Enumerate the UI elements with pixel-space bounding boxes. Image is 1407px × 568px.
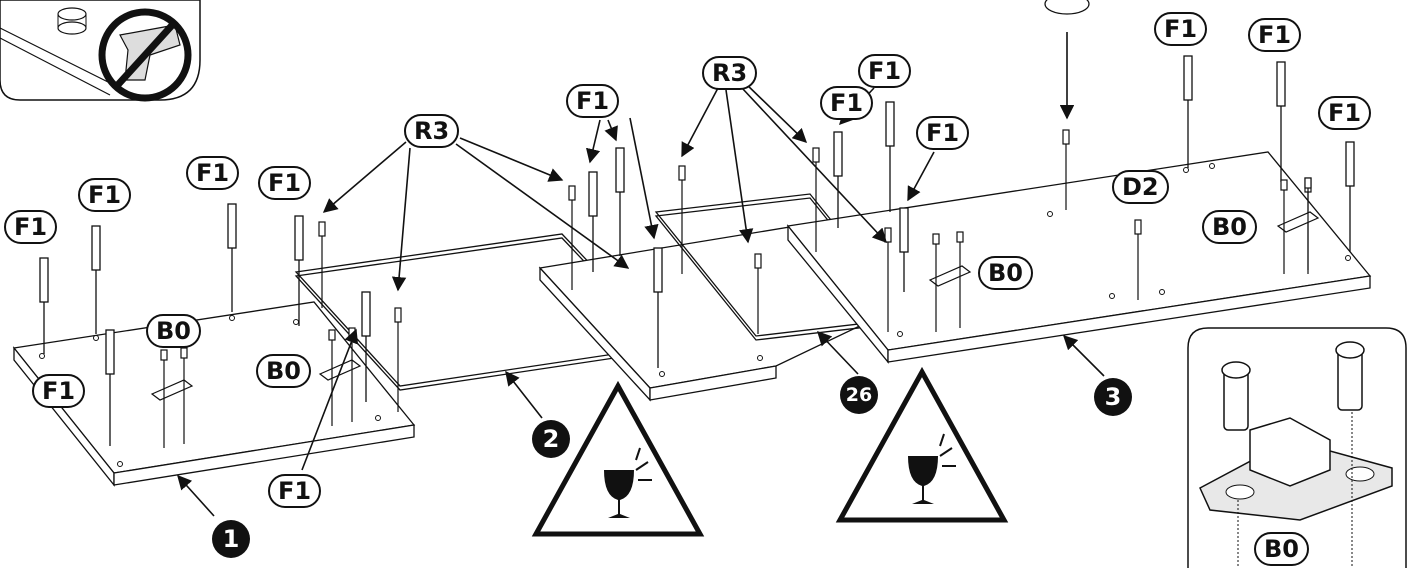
b0-label: B0 <box>978 256 1033 290</box>
b0-label: B0 <box>256 354 311 388</box>
f1-label: F1 <box>1154 12 1208 46</box>
f1-label: F1 <box>916 116 970 150</box>
b0-label: B0 <box>1202 210 1257 244</box>
leader-arrows <box>177 81 1105 517</box>
r3-label: R3 <box>404 114 460 148</box>
f1-label: F1 <box>268 474 322 508</box>
d2-label: D2 <box>1112 170 1169 204</box>
fragile-glass-warning-icon <box>531 380 705 537</box>
f1-label: F1 <box>186 156 240 190</box>
f1-label: F1 <box>258 166 312 200</box>
f1-label: F1 <box>858 54 912 88</box>
f1-label: F1 <box>566 84 620 118</box>
b0-label: B0 <box>146 314 201 348</box>
part-number-3: 3 <box>1094 378 1132 416</box>
f1-label: F1 <box>1248 18 1302 52</box>
part-number-2: 2 <box>532 420 570 458</box>
f1-label: F1 <box>32 374 86 408</box>
f1-dowels <box>39 55 1355 446</box>
b0-detail-label: B0 <box>1254 532 1309 566</box>
f1-label: F1 <box>78 178 132 212</box>
part-number-26: 26 <box>840 376 878 414</box>
part-number-1: 1 <box>212 520 250 558</box>
fragile-glass-warning-icon <box>835 366 1009 523</box>
hinge-plate-b0-icon <box>1187 327 1407 568</box>
f1-label: F1 <box>820 86 874 120</box>
f1-label: F1 <box>1318 96 1372 130</box>
f1-label: F1 <box>4 210 58 244</box>
d2-cap <box>1044 0 1090 120</box>
r3-label: R3 <box>702 56 758 90</box>
panel-3 <box>786 151 1372 364</box>
drill-holes <box>39 163 1351 467</box>
no-power-drill-icon <box>0 0 201 102</box>
